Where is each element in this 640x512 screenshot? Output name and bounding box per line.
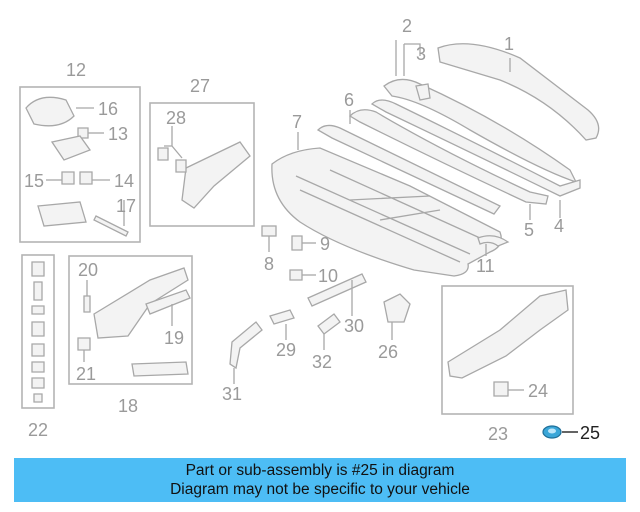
callout-22: 22 — [28, 420, 48, 440]
part-21-bushing[interactable] — [77, 337, 91, 351]
group-box-12 — [19, 86, 141, 243]
group-box-27 — [149, 102, 255, 227]
callout-14: 14 — [114, 171, 134, 191]
callout-27: 27 — [190, 76, 210, 96]
part-22-stack[interactable] — [31, 261, 45, 403]
main-panel-ribs — [295, 169, 481, 263]
callout-19: 19 — [164, 328, 184, 348]
part-13-clip[interactable] — [77, 127, 89, 139]
group-box-18 — [68, 255, 193, 385]
callout-10: 10 — [318, 266, 338, 286]
callout-4: 4 — [554, 216, 564, 236]
callout-18: 18 — [118, 396, 138, 416]
callout-2: 2 — [402, 16, 412, 36]
group-box-22 — [21, 254, 55, 409]
callout-17: 17 — [116, 196, 136, 216]
callout-16: 16 — [98, 99, 118, 119]
callout-30: 30 — [344, 316, 364, 336]
banner-line-2: Diagram may not be specific to your vehi… — [170, 481, 470, 498]
part-4-strip[interactable] — [370, 99, 581, 197]
part-18-hinge[interactable] — [93, 267, 189, 339]
part-6-seal[interactable] — [316, 124, 501, 215]
callout-31: 31 — [222, 384, 242, 404]
callout-12: 12 — [66, 60, 86, 80]
part-19-arm[interactable] — [145, 289, 191, 315]
callout-26: 26 — [378, 342, 398, 362]
callout-32: 32 — [312, 352, 332, 372]
part-16-cover[interactable] — [25, 96, 75, 127]
callout-8: 8 — [264, 254, 274, 274]
part-11-edge-trim[interactable] — [477, 235, 510, 247]
part-20-pin[interactable] — [83, 295, 91, 313]
callout-15: 15 — [24, 171, 44, 191]
part-23-guide[interactable] — [447, 289, 569, 379]
part-28-bolt-b[interactable] — [175, 159, 187, 173]
callout-13: 13 — [108, 124, 128, 144]
group-box-23 — [441, 285, 574, 415]
callout-29: 29 — [276, 340, 296, 360]
part-26-latch[interactable] — [383, 293, 411, 323]
callout-25: 25 — [580, 423, 600, 443]
part-14-stop[interactable] — [79, 171, 93, 185]
part-17-rod[interactable] — [93, 215, 129, 237]
part-29-bracket[interactable] — [269, 309, 295, 325]
part-27-hinge[interactable] — [181, 141, 251, 209]
callout-6: 6 — [344, 90, 354, 110]
callout-9: 9 — [320, 234, 330, 254]
callout-1: 1 — [504, 34, 514, 54]
callout-7: 7 — [292, 112, 302, 132]
callout-11: 11 — [476, 256, 495, 276]
part-12-bracket[interactable] — [50, 135, 92, 161]
info-banner: Part or sub-assembly is #25 in diagram D… — [14, 458, 626, 502]
part-25-plug-center — [548, 428, 556, 434]
part-2-rail[interactable] — [383, 78, 578, 184]
part-1-cover-panel[interactable] — [437, 43, 600, 141]
part-32-bracket[interactable] — [317, 313, 341, 335]
banner-line-1: Part or sub-assembly is #25 in diagram — [185, 462, 455, 479]
callout-23: 23 — [488, 424, 508, 444]
callout-21: 21 — [76, 364, 96, 384]
part-3-clip[interactable] — [415, 83, 431, 101]
part-18-bolts[interactable] — [131, 361, 189, 377]
callout-24: 24 — [528, 381, 548, 401]
part-31-rod[interactable] — [229, 321, 263, 370]
callout-5: 5 — [524, 220, 534, 240]
part-5-strip[interactable] — [348, 109, 549, 205]
leader-28 — [164, 126, 183, 159]
callout-28: 28 — [166, 108, 186, 128]
part-24-nut[interactable] — [493, 381, 509, 397]
part-8-pad[interactable] — [261, 225, 277, 237]
part-9-bumper[interactable] — [291, 235, 303, 251]
part-10-grommet[interactable] — [289, 269, 303, 281]
leader-2 — [395, 40, 421, 76]
part-12-latch[interactable] — [37, 201, 87, 227]
callout-3: 3 — [416, 44, 426, 64]
part-15-stop[interactable] — [61, 171, 75, 185]
part-11-main-panel[interactable] — [271, 147, 502, 277]
part-28-bolt-a[interactable] — [157, 147, 169, 161]
callout-20: 20 — [78, 260, 98, 280]
